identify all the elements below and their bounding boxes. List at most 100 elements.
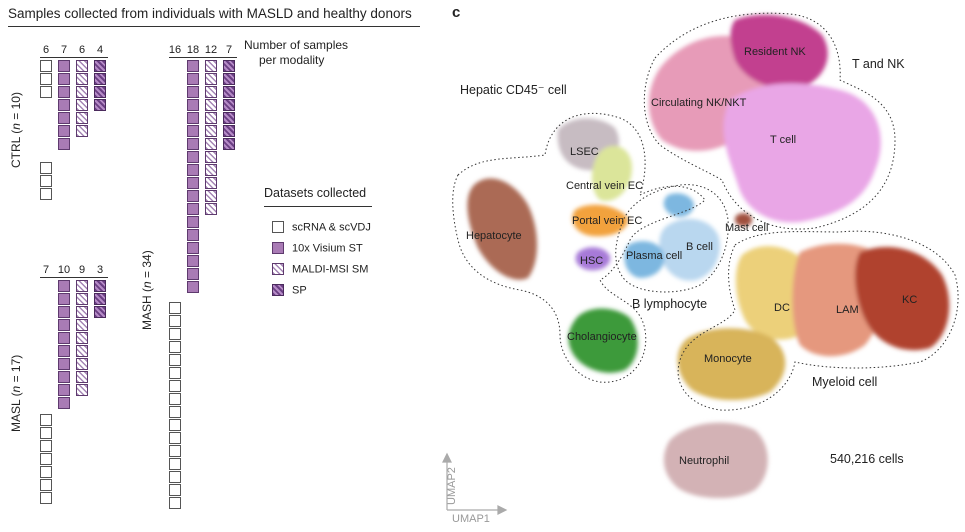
cluster-mast	[734, 213, 752, 227]
counts-rule-mash	[169, 57, 237, 58]
sample-box	[187, 203, 199, 215]
label-central-vein: Central vein EC	[566, 180, 644, 192]
sample-box	[169, 302, 181, 314]
column-ctrl-white	[40, 60, 52, 201]
cluster-monocyte	[677, 328, 786, 401]
sample-box	[94, 73, 106, 85]
cluster-plasma	[624, 241, 665, 278]
legend-item-visium: 10x Visium ST	[272, 242, 363, 255]
sample-box	[40, 479, 52, 491]
sample-box	[76, 125, 88, 137]
label-resident-nk: Resident NK	[744, 46, 806, 58]
sample-box	[58, 138, 70, 150]
count-mash-visium: 18	[186, 44, 200, 56]
sample-box	[205, 86, 217, 98]
sample-box	[205, 164, 217, 176]
sample-box	[187, 112, 199, 124]
count-mash-maldi: 12	[204, 44, 218, 56]
sample-box	[205, 190, 217, 202]
label-t-cell: T cell	[770, 134, 797, 146]
count-masl-white: 7	[42, 264, 50, 276]
sample-box	[205, 125, 217, 137]
label-kc: KC	[902, 294, 918, 306]
count-ctrl-white: 6	[42, 44, 50, 56]
legend-swatch-sp	[272, 284, 284, 296]
count-ctrl-maldi: 6	[78, 44, 86, 56]
legend-swatch-visium	[272, 242, 284, 254]
sample-box	[169, 406, 181, 418]
sample-box	[169, 419, 181, 431]
umap2-arrow-icon	[442, 452, 452, 463]
sample-box	[76, 384, 88, 396]
legend-item-sp: SP	[272, 284, 307, 297]
group-label-myeloid: Myeloid cell	[812, 375, 878, 389]
sample-box	[40, 162, 52, 174]
legend-swatch-white	[272, 221, 284, 233]
count-ctrl-sp: 4	[96, 44, 104, 56]
cluster-neutrophil	[663, 422, 768, 499]
cluster-cholangiocyte	[568, 308, 638, 373]
sample-box	[223, 86, 235, 98]
sample-box	[76, 112, 88, 124]
column-masl-visium	[58, 280, 70, 410]
modality-header-line1: Number of samples	[244, 38, 349, 52]
column-mash-visium	[187, 60, 199, 294]
sample-box	[187, 99, 199, 111]
sample-box	[223, 99, 235, 111]
sample-box	[187, 177, 199, 189]
umap1-arrow-icon	[497, 505, 508, 515]
sample-box	[205, 138, 217, 150]
sample-box	[205, 177, 217, 189]
sample-box	[40, 73, 52, 85]
column-ctrl-sp	[94, 60, 106, 112]
umap1-axis-label: UMAP1	[452, 513, 490, 525]
sample-box	[94, 99, 106, 111]
sample-box	[169, 458, 181, 470]
label-neutrophil: Neutrophil	[679, 455, 730, 467]
sample-box	[187, 229, 199, 241]
sample-box	[205, 73, 217, 85]
sample-box	[187, 255, 199, 267]
legend-underline	[264, 206, 372, 207]
count-masl-sp: 3	[96, 264, 104, 276]
sample-box	[205, 151, 217, 163]
sample-box	[187, 73, 199, 85]
sample-box	[94, 280, 106, 292]
legend-item-scrna: scRNA & scVDJ	[272, 221, 371, 234]
sample-box	[223, 60, 235, 72]
label-portal-vein: Portal vein EC	[572, 215, 643, 227]
sample-box	[58, 384, 70, 396]
sample-box	[187, 216, 199, 228]
sample-box	[58, 332, 70, 344]
label-lam: LAM	[836, 304, 859, 316]
total-cells: 540,216 cells	[830, 452, 904, 466]
cluster-plasma-top	[663, 193, 694, 217]
cluster-resident-nk	[730, 14, 828, 89]
sample-box	[169, 445, 181, 457]
column-masl-sp	[94, 280, 106, 319]
sample-box	[187, 151, 199, 163]
sample-box	[58, 73, 70, 85]
label-mast: Mast cell	[725, 222, 769, 234]
label-circ-nk: Circulating NK/NKT	[651, 97, 747, 109]
panel-label-c: c	[452, 4, 461, 21]
column-masl-maldi	[76, 280, 88, 397]
sample-box	[40, 175, 52, 187]
sample-box	[40, 453, 52, 465]
umap2-axis-label: UMAP2	[446, 467, 458, 505]
column-mash-sp	[223, 60, 235, 151]
sample-box	[58, 306, 70, 318]
outline-myeloid	[677, 230, 959, 411]
legend-swatch-maldi	[272, 263, 284, 275]
sample-box	[187, 86, 199, 98]
label-dc: DC	[774, 302, 790, 314]
sample-box	[76, 371, 88, 383]
sample-box	[223, 73, 235, 85]
figure-title: Samples collected from individuals with …	[8, 6, 412, 21]
cluster-central-vein	[591, 145, 632, 201]
sample-box	[169, 471, 181, 483]
sample-box	[76, 319, 88, 331]
sample-box	[58, 371, 70, 383]
sample-box	[76, 332, 88, 344]
sample-box	[187, 138, 199, 150]
